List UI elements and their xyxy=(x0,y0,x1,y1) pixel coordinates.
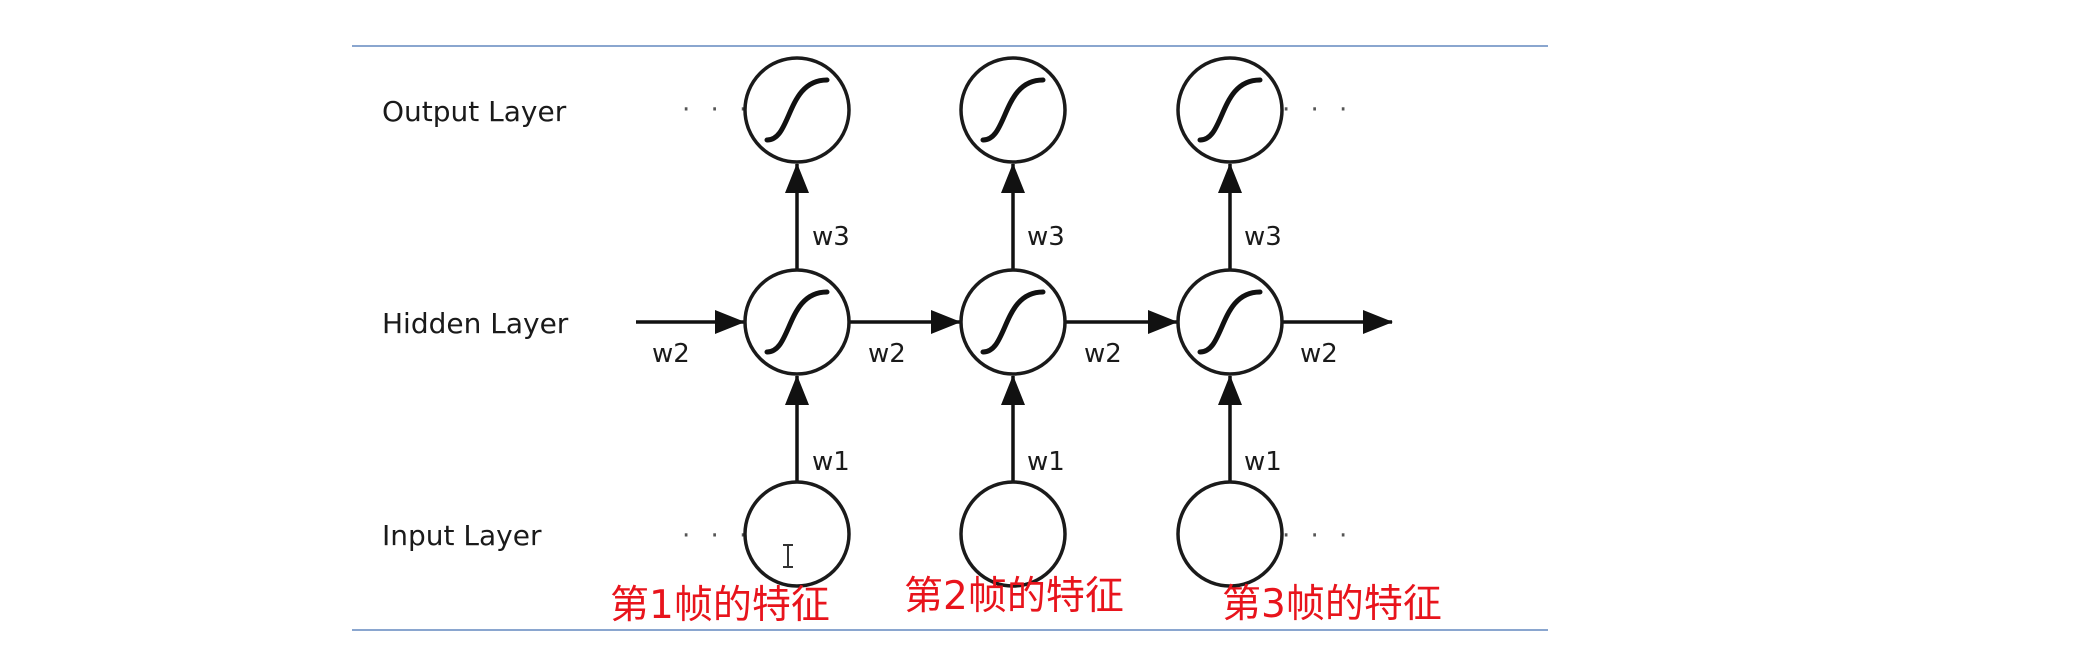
weight-label-w1-1: w1 xyxy=(812,447,850,477)
hidden-node-1 xyxy=(743,268,851,376)
output-node-3 xyxy=(1176,56,1284,164)
timestep-2: w3 w1 w2 第2帧的特征 xyxy=(904,56,1178,619)
weight-label-w2-3: w2 xyxy=(1300,339,1338,369)
weight-label-w1-2: w1 xyxy=(1027,447,1065,477)
sigmoid-icon xyxy=(764,289,830,355)
input-node-1 xyxy=(743,480,851,588)
weight-label-w1-3: w1 xyxy=(1244,447,1282,477)
frame-caption-1: 第1帧的特征 xyxy=(610,583,830,628)
sigmoid-icon xyxy=(980,289,1046,355)
weight-label-w3-2: w3 xyxy=(1027,222,1065,252)
frame-caption-2: 第2帧的特征 xyxy=(904,574,1124,619)
input-right-dots: · · · xyxy=(1282,521,1353,551)
output-node-2 xyxy=(959,56,1067,164)
weight-label-w3-3: w3 xyxy=(1244,222,1282,252)
sigmoid-icon xyxy=(1197,77,1263,143)
output-right-dots: · · · xyxy=(1282,95,1353,125)
weight-label-w3-1: w3 xyxy=(812,222,850,252)
output-layer-label: Output Layer xyxy=(382,95,567,128)
weight-label-w2-in: w2 xyxy=(652,339,690,369)
output-node-1 xyxy=(743,56,851,164)
hidden-node-2 xyxy=(959,268,1067,376)
input-node-2 xyxy=(959,480,1067,588)
input-left-dots: · · · xyxy=(682,521,753,551)
timestep-1: w3 w1 w2 第1帧的特征 xyxy=(610,56,961,628)
input-node-3 xyxy=(1176,480,1284,588)
sigmoid-icon xyxy=(764,77,830,143)
sigmoid-icon xyxy=(980,77,1046,143)
frame-caption-3: 第3帧的特征 xyxy=(1222,582,1442,627)
input-layer-label: Input Layer xyxy=(382,519,542,552)
timestep-3: w3 w1 w2 第3帧的特征 xyxy=(1176,56,1442,627)
sigmoid-icon xyxy=(1197,289,1263,355)
weight-label-w2-1: w2 xyxy=(868,339,906,369)
hidden-node-3 xyxy=(1176,268,1284,376)
hidden-layer-label: Hidden Layer xyxy=(382,307,569,340)
text-cursor-icon xyxy=(783,544,793,568)
weight-label-w2-2: w2 xyxy=(1084,339,1122,369)
output-left-dots: · · · xyxy=(682,95,753,125)
